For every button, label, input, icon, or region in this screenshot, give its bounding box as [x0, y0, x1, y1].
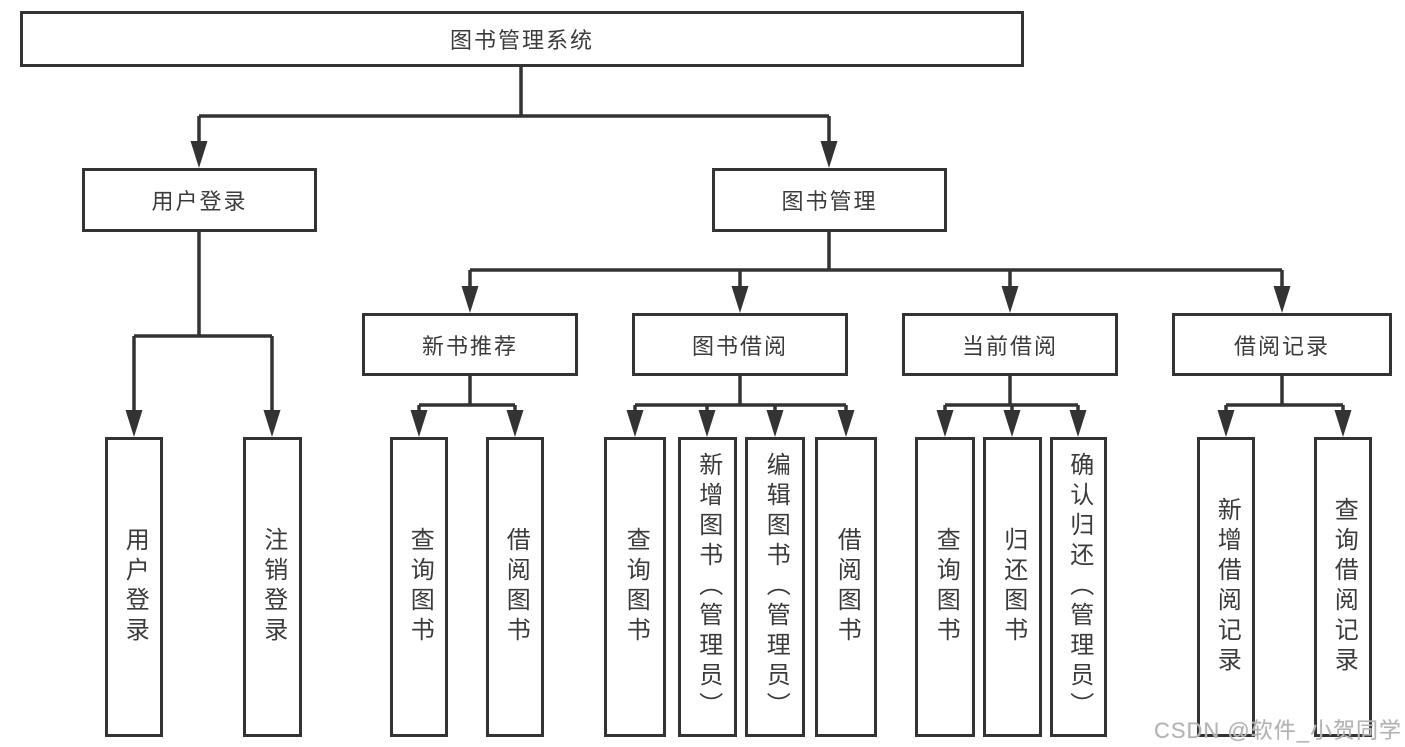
leaf-logout: 注销登录: [243, 437, 302, 737]
node-label: 借阅图书: [833, 527, 861, 647]
leaf-add-book-admin: 新增图书（管理员）: [678, 437, 737, 737]
leaf-add-borrow-record: 新增借阅记录: [1197, 437, 1255, 737]
node-label: 查询图书: [932, 527, 960, 647]
leaf-query-borrow-record: 查询借阅记录: [1314, 437, 1372, 737]
node-label: 新书推荐: [421, 333, 518, 359]
node-label: 图书管理系统: [449, 28, 594, 53]
node-label: 借阅记录: [1233, 333, 1330, 359]
node-book-borrowing: 图书借阅: [632, 313, 848, 376]
node-label: 新增借阅记录: [1213, 497, 1241, 677]
node-label: 注销登录: [259, 527, 287, 647]
node-label: 查询图书: [406, 527, 434, 647]
node-new-book-recommend: 新书推荐: [362, 313, 578, 376]
node-label: 图书借阅: [691, 333, 788, 359]
leaf-edit-book-admin: 编辑图书（管理员）: [745, 437, 805, 737]
leaf-borrow-books: 借阅图书: [815, 437, 877, 737]
node-book-management: 图书管理: [712, 168, 947, 232]
leaf-query-books-recommend: 查询图书: [390, 437, 448, 737]
node-label: 借阅图书: [502, 527, 530, 647]
node-label: 确认归还（管理员）: [1065, 452, 1093, 722]
node-borrow-records: 借阅记录: [1172, 313, 1392, 376]
node-library-management-system: 图书管理系统: [20, 11, 1024, 67]
leaf-query-books-borrowing: 查询图书: [604, 437, 666, 737]
leaf-borrow-books-recommend: 借阅图书: [486, 437, 544, 737]
node-label: 查询图书: [622, 527, 650, 647]
leaf-confirm-return-admin: 确认归还（管理员）: [1050, 437, 1107, 737]
watermark: CSDN @软件_小贺同学: [1153, 718, 1402, 743]
leaf-return-books: 归还图书: [983, 437, 1042, 737]
node-label: 归还图书: [999, 527, 1027, 647]
node-label: 新增图书（管理员）: [694, 452, 722, 722]
node-label: 图书管理: [781, 189, 878, 214]
node-label: 查询借阅记录: [1330, 497, 1358, 677]
node-label: 当前借阅: [961, 333, 1058, 359]
node-label: 编辑图书（管理员）: [762, 452, 790, 722]
node-user-login: 用户登录: [82, 168, 317, 232]
node-label: 用户登录: [121, 527, 149, 647]
leaf-user-login: 用户登录: [105, 437, 163, 737]
leaf-query-books-current: 查询图书: [915, 437, 975, 737]
node-current-borrowing: 当前借阅: [902, 313, 1118, 376]
node-label: 用户登录: [151, 189, 248, 214]
